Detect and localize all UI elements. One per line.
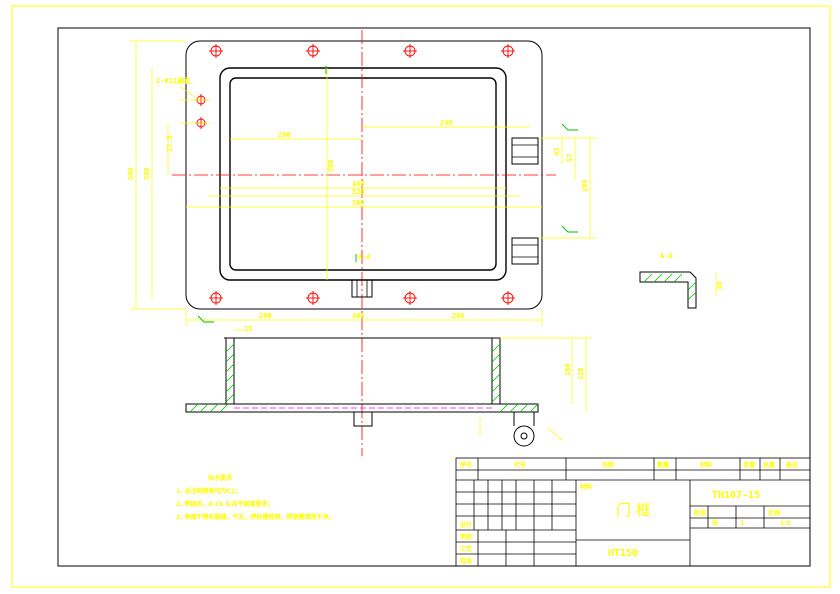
drawing-number: TH107-15 (712, 490, 760, 501)
hole-icon (306, 44, 320, 58)
tb-sheet-label: 张 (712, 519, 719, 527)
hinge-top (511, 137, 539, 165)
tb-sheet: 1 (740, 520, 744, 527)
hole-icon (403, 291, 417, 305)
tb-scale: 1:5 (780, 520, 791, 527)
tb-stage: 阶段 (694, 509, 706, 517)
hinge-pin-icon (520, 432, 528, 440)
notes-item-2: 2. 焊接后，0.15 以内平面度要求； (176, 500, 273, 508)
section-dimension-lines (234, 329, 592, 441)
model: HT150 (608, 548, 638, 559)
hdr-material: 材料 (699, 461, 712, 469)
dim-bottom-right: 200 (452, 312, 465, 320)
weld-symbols (197, 66, 578, 323)
dim-27-5: 27.5 (166, 135, 174, 152)
notes-item-3: 3. 表面不得有裂缝、气孔，焊后需除锈，焊渣需清除干净。 (176, 513, 335, 521)
detail-dim: 30 (716, 282, 724, 290)
row-review: 审核 (460, 533, 472, 541)
tb-material-label: 材料 (579, 483, 592, 491)
dim-width-a: 460 (352, 180, 365, 188)
dim-small: 15 (244, 325, 252, 333)
dim-holes-spec: 2-Φ12通孔 (156, 76, 191, 85)
dim-right-half: 240 (440, 119, 453, 127)
frame-inner (229, 77, 497, 271)
hole-icon (403, 44, 417, 58)
detail-a-a: A-A 30 (639, 252, 724, 309)
dim-width-c: 560 (352, 199, 365, 207)
hdr-code: 代号 (513, 461, 526, 469)
plan-dimension-lines (130, 40, 596, 326)
front-section-view (185, 337, 539, 447)
tb-scale-label: 比例 (768, 509, 780, 517)
section-marker-top: A-A (358, 253, 371, 261)
tech-notes: 技术要求 1. 未注明倒角均为C2； 2. 焊接后，0.15 以内平面度要求； … (176, 474, 335, 521)
dim-side-b: 180 (564, 363, 572, 376)
bolt-holes (195, 44, 515, 305)
title-block-text: 序号 代号 名称 数量 材料 单重 总重 备注 材料 门 框 TH107-15 … (459, 461, 798, 565)
frame-outer (219, 67, 507, 281)
outer-border (11, 5, 831, 588)
inner-frame (57, 27, 811, 567)
lower-tab (353, 411, 373, 427)
hinge-bottom (511, 237, 539, 265)
latch-tab (351, 279, 373, 298)
hdr-name: 名称 (602, 461, 614, 469)
notes-item-1: 1. 未注明倒角均为C2； (176, 487, 241, 495)
hole-icon (501, 291, 515, 305)
hole-icon (209, 44, 223, 58)
dim-width-b: 520 (352, 188, 365, 196)
hole-icon (501, 44, 515, 58)
dim-overall-height: 500 (127, 167, 135, 180)
hdr-qty: 数量 (657, 461, 669, 469)
plan-dimension-text: 2-Φ12通孔 27.5 500 380 380 200 240 460 520… (127, 76, 589, 320)
dim-hinge-a: 43 (553, 148, 561, 156)
dim-inner-height: 380 (143, 167, 151, 180)
notes-heading: 技术要求 (208, 474, 233, 482)
plan-view (172, 30, 556, 456)
hdr-remark: 备注 (785, 461, 798, 469)
row-design: 设计 (460, 521, 472, 529)
dim-left-half: 200 (278, 131, 291, 139)
dim-hinge-b: 57 (566, 154, 574, 162)
dim-center-height: 380 (327, 159, 335, 172)
part-name: 门 框 (616, 501, 651, 519)
detail-label: A-A (660, 252, 673, 260)
hinge-knuckle (513, 425, 535, 447)
hole-icon (209, 291, 223, 305)
row-approve: 批准 (460, 557, 472, 565)
detail-profile (639, 271, 697, 309)
dim-side-a: 120 (577, 367, 585, 380)
hdr-unit-wt: 单重 (743, 461, 755, 469)
hdr-seq: 序号 (459, 461, 472, 469)
dim-hinge-pitch: 280 (581, 179, 589, 192)
hdr-total-wt: 总重 (763, 461, 775, 469)
title-block (455, 457, 811, 567)
dim-bottom-mid: 400 (352, 312, 365, 320)
section-dimension-text: 120 180 15 (244, 325, 585, 380)
dim-bottom-left: 200 (259, 312, 272, 320)
row-process: 工艺 (460, 545, 472, 553)
hole-icon (306, 291, 320, 305)
